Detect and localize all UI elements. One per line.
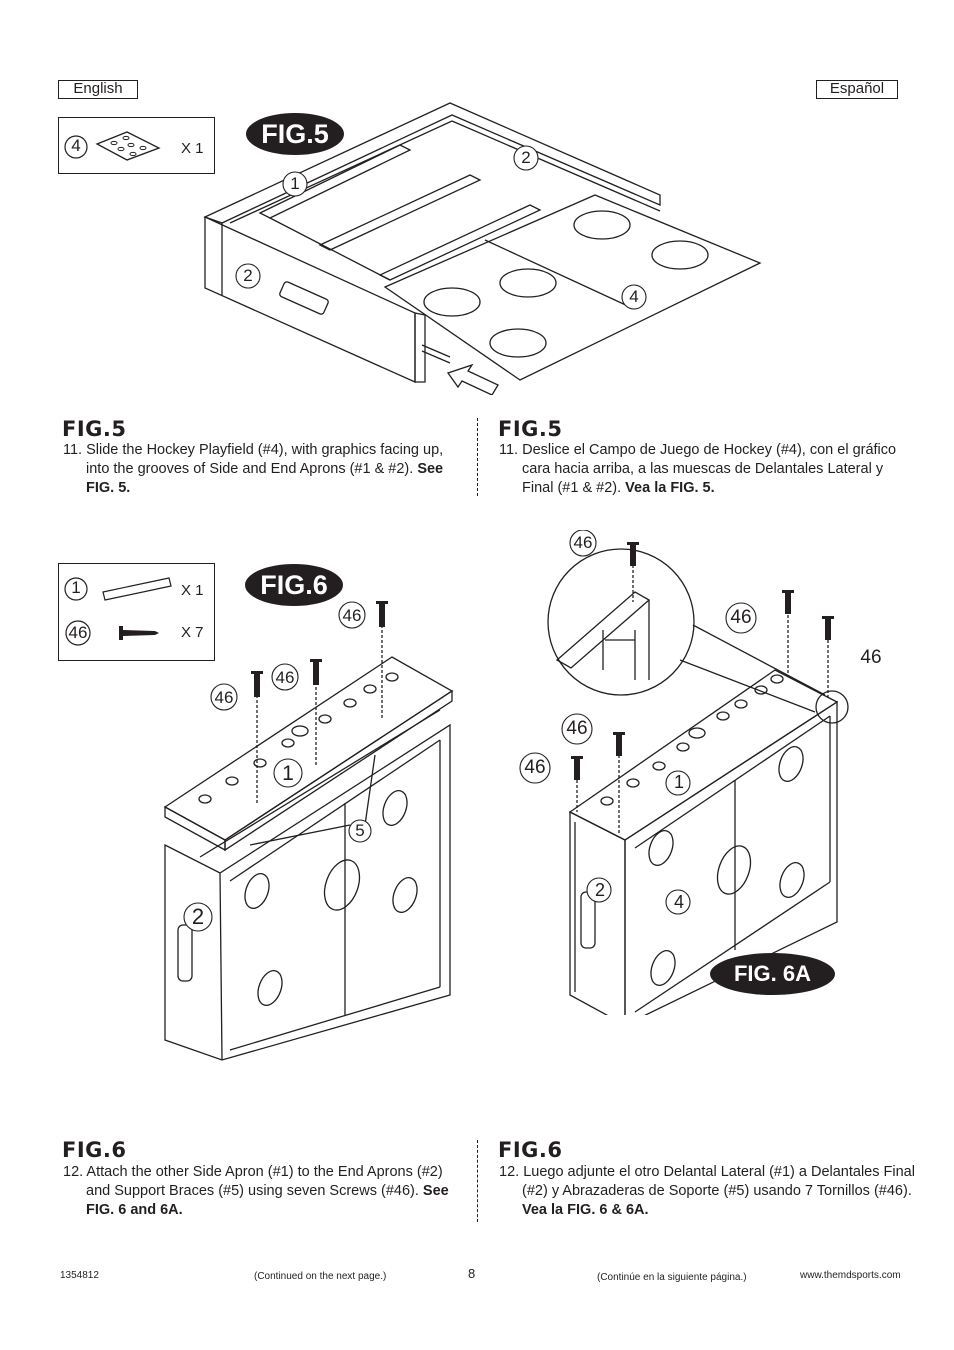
fig5-divider	[477, 418, 478, 496]
spanish-label: Español	[816, 80, 898, 99]
english-label: English	[58, 80, 138, 99]
fig5-title-es: FIG.5	[498, 417, 563, 441]
fig6-pill: FIG.6	[245, 564, 343, 606]
fig6a-pill: FIG. 6A	[710, 953, 835, 995]
fig6a-callout-46-front: 46	[524, 757, 546, 778]
fig6a-callout-46-corner: 46	[860, 647, 882, 668]
fig6-callout-1: 1	[282, 762, 294, 785]
fig6-callout-5: 5	[355, 821, 365, 840]
fig6a-callout-46-mid: 46	[566, 718, 588, 739]
footer-continued-en: (Continued on the next page.)	[254, 1271, 387, 1282]
fig5-step-en: 11. Slide the Hockey Playfield (#4), wit…	[63, 442, 444, 496]
fig6-step-es: 12. Luego adjunte el otro Delantal Later…	[499, 1164, 915, 1218]
fig6-title-es: FIG.6	[498, 1138, 563, 1162]
fig5-title-en: FIG.5	[62, 417, 127, 441]
footer-part-code: 1354812	[60, 1270, 99, 1281]
fig6-part-46-number: 46	[68, 623, 88, 642]
fig6-part-1-quantity: X 1	[181, 582, 204, 599]
fig6-title-en: FIG.6	[62, 1138, 127, 1162]
fig6a-callout-1: 1	[673, 772, 684, 792]
fig5-illustration	[203, 102, 762, 395]
fig6-callout-2: 2	[191, 904, 205, 929]
fig6a-callout-2: 2	[594, 880, 605, 900]
fig6-parts-box: 1 X 1 46 X 7	[58, 563, 215, 661]
fig6-part-1-number: 1	[71, 578, 81, 597]
fig5-part-number: 4	[71, 136, 81, 155]
footer-website: www.themdsports.com	[800, 1270, 901, 1281]
fig6a-callout-46-inset: 46	[573, 533, 593, 552]
fig6-parts-icons	[64, 577, 172, 646]
fig6a-callout-46-back: 46	[730, 607, 752, 628]
fig6-divider	[477, 1140, 478, 1222]
fig5-parts-box: 4 X 1	[58, 117, 215, 174]
fig5-callout-2-back: 2	[521, 148, 531, 167]
fig5-callout-2-front: 2	[243, 266, 253, 285]
page-number: 8	[468, 1266, 476, 1281]
fig6-part-46-quantity: X 7	[181, 624, 204, 641]
fig5-callout-1: 1	[290, 174, 300, 193]
fig6-illustration	[163, 601, 454, 1061]
fig5-part-quantity: X 1	[181, 140, 204, 157]
footer-continued-es: (Continúe en la siguiente página.)	[597, 1272, 747, 1283]
fig5-pill: FIG.5	[246, 113, 344, 155]
fig6-step-en: 12. Attach the other Side Apron (#1) to …	[63, 1164, 449, 1218]
fig6a-callout-4: 4	[673, 892, 684, 912]
fig6-callout-46-mid: 46	[275, 668, 295, 687]
fig5-callout-4: 4	[629, 287, 639, 306]
fig6-callout-46-right: 46	[342, 606, 362, 625]
fig6-callout-46-left: 46	[214, 688, 234, 707]
playfield-part-icon	[64, 131, 161, 161]
fig6a-illustration	[519, 530, 849, 1015]
fig5-step-es: 11. Deslice el Campo de Juego de Hockey …	[499, 442, 897, 496]
